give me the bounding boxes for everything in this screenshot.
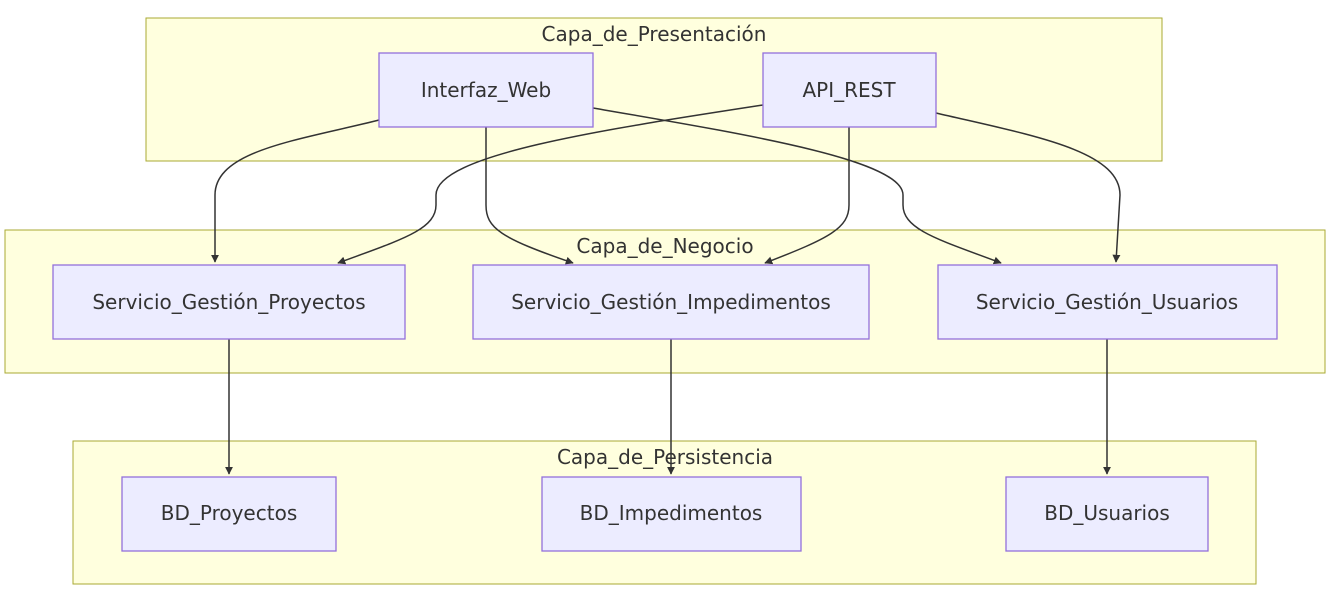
edge-interfaz-web-to-servicio-impedimentos: [485, 127, 574, 265]
node-api-rest[interactable]: API_REST: [762, 52, 937, 128]
cluster-label: Capa_de_Persistencia: [557, 445, 773, 469]
node-label: BD_Impedimentos: [580, 501, 763, 525]
edge-interfaz-web-to-servicio-proyectos: [211, 119, 380, 263]
node-label: Servicio_Gestión_Usuarios: [976, 290, 1238, 314]
edge-api-rest-to-servicio-impedimentos: [764, 127, 850, 265]
node-label: BD_Usuarios: [1044, 501, 1170, 525]
node-bd-usuarios[interactable]: BD_Usuarios: [1005, 476, 1209, 552]
node-label: Servicio_Gestión_Proyectos: [92, 290, 365, 314]
cluster-label: Capa_de_Presentación: [542, 22, 767, 46]
node-servicio-gestion-usuarios[interactable]: Servicio_Gestión_Usuarios: [937, 264, 1278, 340]
node-label: BD_Proyectos: [161, 501, 297, 525]
cluster-label: Capa_de_Negocio: [576, 234, 753, 258]
edge-interfaz-web-to-servicio-usuarios: [592, 107, 1002, 265]
node-servicio-gestion-proyectos[interactable]: Servicio_Gestión_Proyectos: [52, 264, 406, 340]
cluster-capa-presentacion: Capa_de_Presentación: [145, 17, 1163, 162]
node-label: Servicio_Gestión_Impedimentos: [511, 290, 831, 314]
node-interfaz-web[interactable]: Interfaz_Web: [378, 52, 594, 128]
node-label: Interfaz_Web: [421, 78, 551, 102]
node-bd-proyectos[interactable]: BD_Proyectos: [121, 476, 337, 552]
edge-api-rest-to-servicio-usuarios: [935, 112, 1121, 263]
node-label: API_REST: [802, 78, 896, 102]
node-servicio-gestion-impedimentos[interactable]: Servicio_Gestión_Impedimentos: [472, 264, 870, 340]
node-bd-impedimentos[interactable]: BD_Impedimentos: [541, 476, 802, 552]
edge-api-rest-to-servicio-proyectos: [337, 104, 764, 265]
edges: [211, 104, 1121, 475]
